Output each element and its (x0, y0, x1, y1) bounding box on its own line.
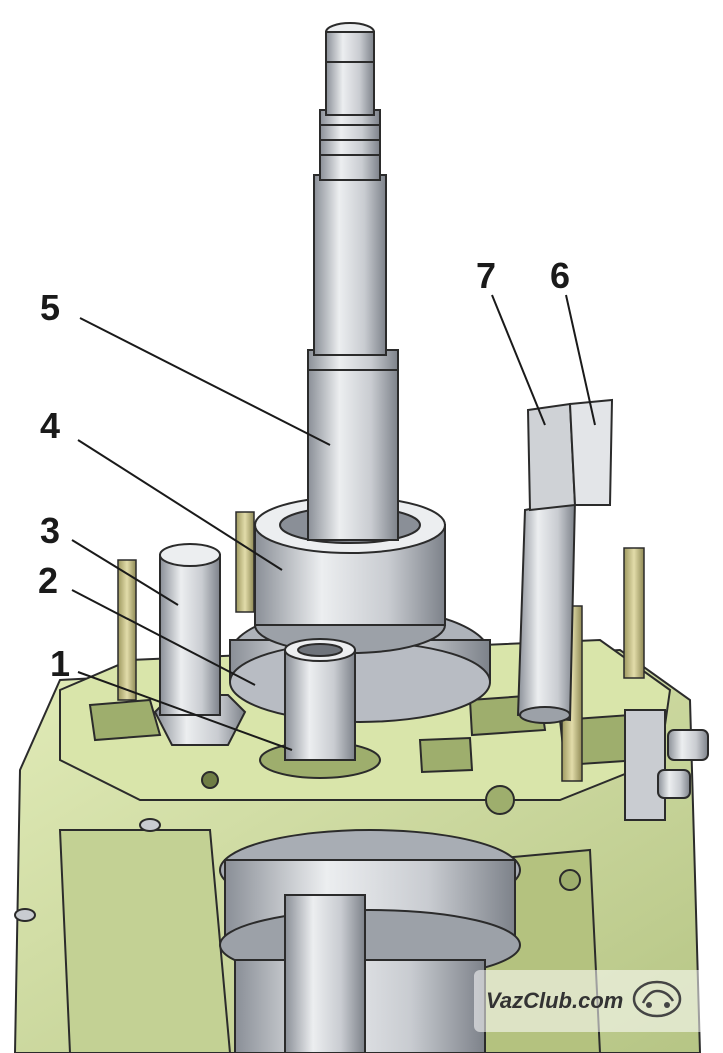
car-badge-icon (631, 979, 683, 1024)
leader-line-3 (71, 539, 179, 606)
watermark: VazClub.com (474, 970, 712, 1032)
callout-2: 2 (38, 560, 59, 601)
lower-gear-stack (219, 829, 521, 1053)
leader-line-7 (491, 294, 546, 426)
callout-5: 5 (40, 287, 61, 328)
callout-1: 1 (50, 643, 71, 684)
leader-line-2 (71, 589, 256, 686)
leader-line-4 (77, 439, 283, 571)
leader-line-6 (565, 294, 596, 426)
leader-lines (71, 294, 596, 751)
watermark-text: VazClub.com (486, 988, 624, 1013)
item-5-shaft (307, 22, 399, 541)
leader-line-1 (77, 671, 293, 751)
item-1-sleeve (259, 638, 381, 779)
leader-line-5 (79, 317, 331, 446)
item-6-7-fork-assembly (516, 398, 614, 724)
callout-6: 6 (550, 255, 571, 296)
item-3-plug (153, 543, 247, 746)
callout-7: 7 (476, 255, 497, 296)
callout-3: 3 (40, 510, 61, 551)
callout-4: 4 (40, 405, 61, 446)
